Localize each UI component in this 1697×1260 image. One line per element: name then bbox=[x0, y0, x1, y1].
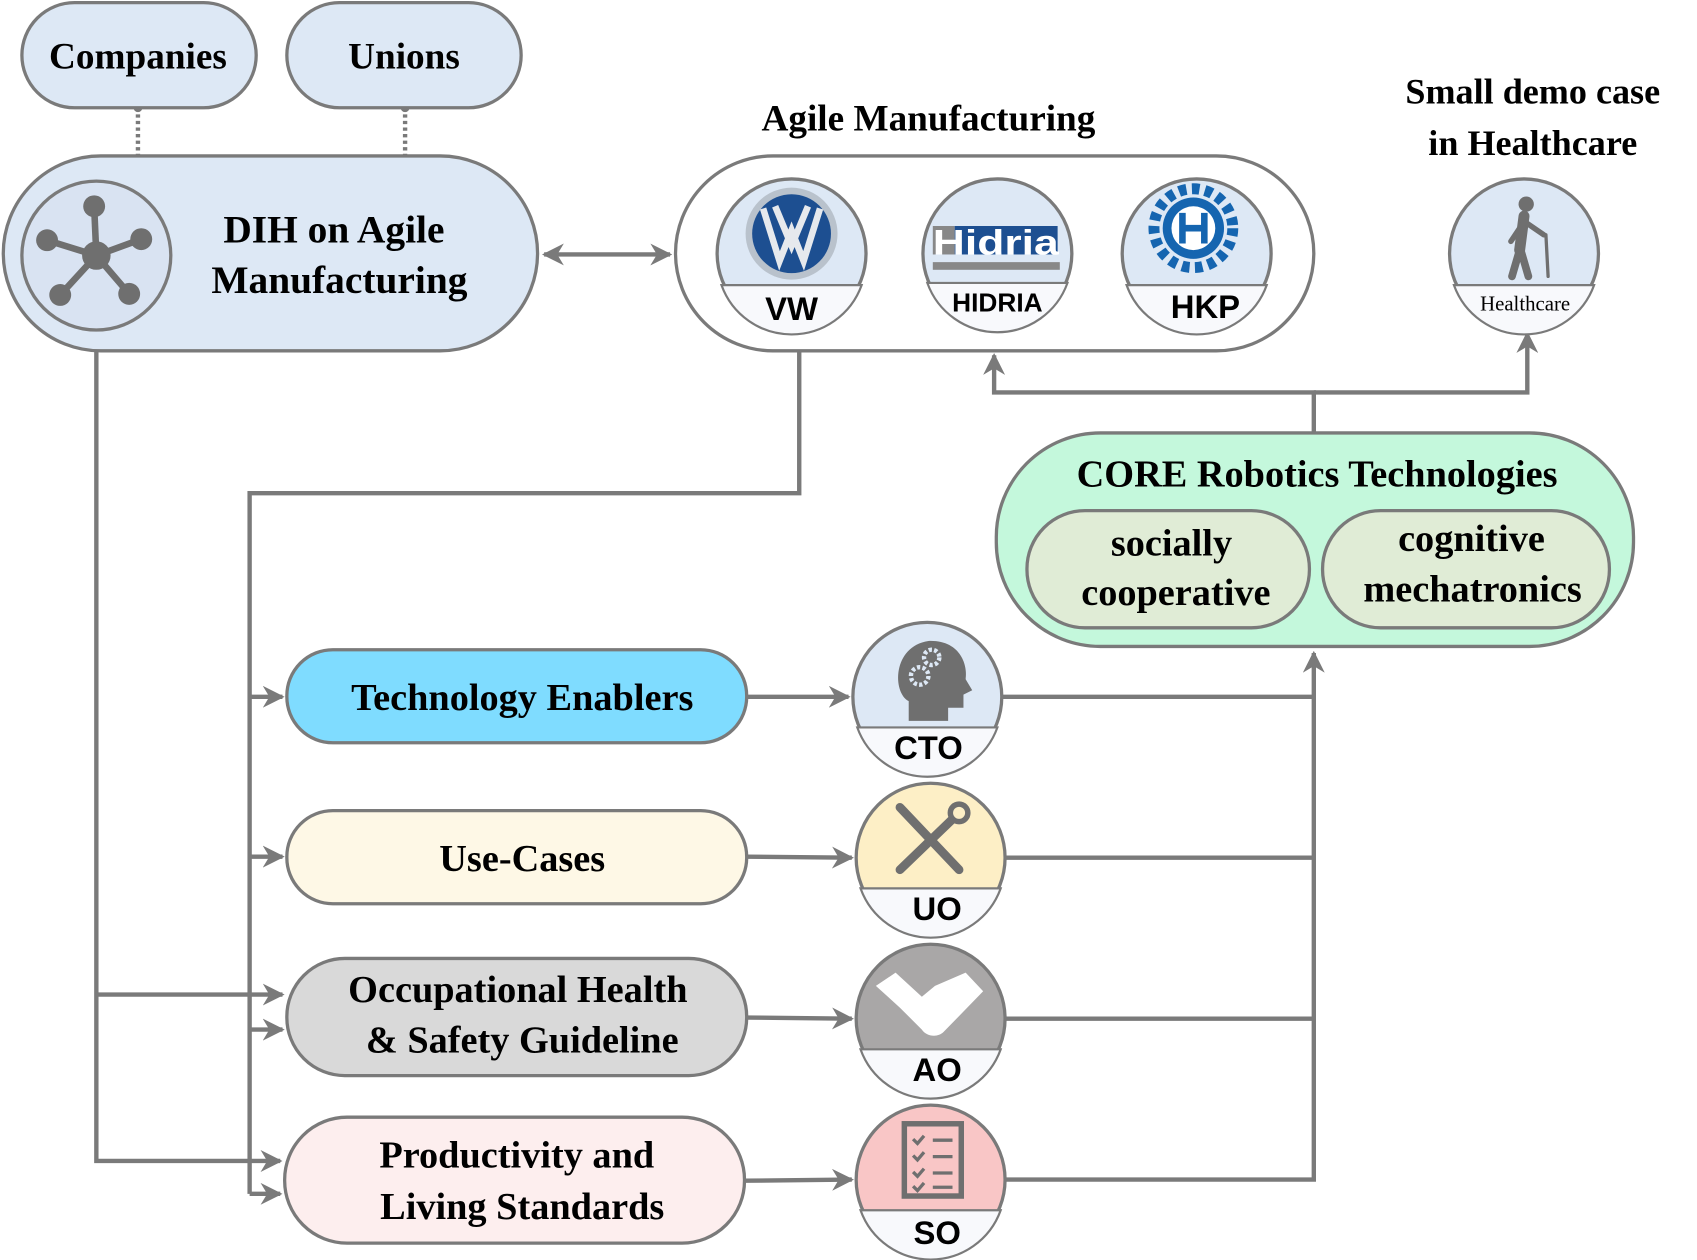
partner-hkp: HKP bbox=[1120, 177, 1273, 336]
officer-label: CTO bbox=[894, 729, 963, 766]
hkp-gear-logo bbox=[1148, 183, 1239, 274]
hidria-logo-text: Hidria bbox=[933, 223, 1060, 262]
row-productivity: Productivity and Living Standards SO bbox=[283, 1103, 1007, 1260]
partner-vw: VW bbox=[715, 177, 868, 336]
elderly-person-icon bbox=[1508, 196, 1550, 281]
tools-icon bbox=[895, 801, 971, 875]
row-technology-enablers: Technology Enablers CTO bbox=[285, 620, 1004, 778]
vw-label: VW bbox=[765, 290, 818, 327]
hub-title-line1: DIH on Agile bbox=[223, 207, 444, 251]
unions-label: Unions bbox=[348, 36, 460, 77]
core-technologies: CORE Robotics Technologies socially coop… bbox=[994, 431, 1636, 649]
core-title: CORE Robotics Technologies bbox=[1077, 454, 1558, 496]
healthcare-title-line1: Small demo case bbox=[1405, 71, 1660, 111]
officer-label: AO bbox=[913, 1051, 962, 1088]
hkp-label: HKP bbox=[1171, 288, 1240, 325]
companies-label: Companies bbox=[49, 36, 227, 77]
row-label: & Safety Guideline bbox=[366, 1020, 679, 1062]
hub-to-rows-line bbox=[94, 350, 283, 1172]
dih-hub: DIH on Agile Manufacturing bbox=[1, 154, 540, 353]
row-label: Living Standards bbox=[380, 1186, 664, 1228]
core-item-line2: mechatronics bbox=[1363, 569, 1581, 611]
officer-label: UO bbox=[913, 890, 962, 927]
vw-logo bbox=[745, 187, 838, 280]
row-label: Occupational Health bbox=[348, 969, 687, 1011]
connectors bbox=[94, 103, 1539, 1205]
core-to-agile-arrow bbox=[983, 353, 1316, 433]
core-cognitive-mechatronics: cognitive mechatronics bbox=[1320, 509, 1612, 630]
core-item-line1: cognitive bbox=[1398, 518, 1545, 560]
healthcare-label: Healthcare bbox=[1480, 292, 1570, 315]
healthcare-case: Healthcare bbox=[1447, 177, 1601, 336]
checklist-icon bbox=[901, 1121, 965, 1199]
hub-title-line2: Manufacturing bbox=[211, 258, 467, 302]
handshake-icon bbox=[875, 972, 984, 1036]
core-socially-cooperative: socially cooperative bbox=[1025, 509, 1312, 630]
stakeholder-companies: Companies bbox=[20, 1, 258, 110]
partner-hidria: Hidria HIDRIA bbox=[921, 177, 1074, 334]
officer-label: SO bbox=[913, 1214, 960, 1251]
core-item-line2: cooperative bbox=[1081, 572, 1270, 614]
rows-to-core-arrow bbox=[1005, 650, 1325, 1182]
hidria-label: HIDRIA bbox=[952, 287, 1042, 317]
stakeholder-unions: Unions bbox=[285, 1, 523, 110]
core-item-line1: socially bbox=[1111, 523, 1232, 565]
agile-title: Agile Manufacturing bbox=[761, 99, 1095, 140]
row-use-cases: Use-Cases UO bbox=[285, 781, 1007, 939]
healthcare-title-line2: in Healthcare bbox=[1428, 123, 1637, 163]
hidria-logo: Hidria bbox=[932, 223, 1060, 270]
row-occupational-health: Occupational Health & Safety Guideline A… bbox=[285, 942, 1007, 1100]
head-gears-icon bbox=[898, 640, 973, 721]
row-label: Productivity and bbox=[379, 1135, 654, 1177]
row-label: Technology Enablers bbox=[351, 677, 693, 719]
network-hub-icon bbox=[36, 195, 153, 306]
agile-to-rows-line bbox=[247, 350, 802, 1194]
core-to-healthcare-arrow bbox=[1313, 331, 1539, 395]
row-label: Use-Cases bbox=[439, 838, 605, 880]
